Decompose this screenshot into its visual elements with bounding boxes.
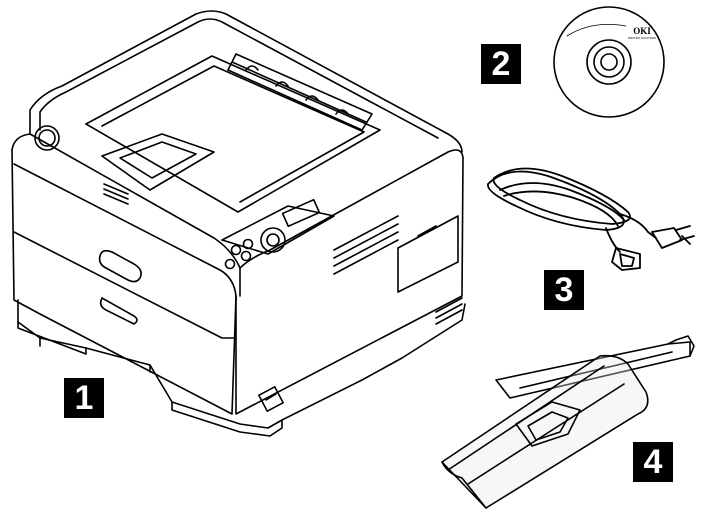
callout-3-power-cable: 3 [544, 270, 584, 310]
cable-lead-connector [605, 227, 621, 253]
printer-side-rear-grille [435, 297, 463, 325]
printer-top-housing [29, 10, 463, 153]
toner-tab-inner [527, 411, 569, 441]
printer-tray-handle [98, 249, 142, 283]
toner-cartridge-drawing [441, 335, 695, 509]
printer-top-edge [11, 133, 241, 297]
control-panel [221, 205, 335, 255]
printer-top-right-edge [239, 149, 464, 269]
cable-coil-1 [487, 170, 625, 231]
printer-exit-rollers [227, 53, 373, 131]
printer-top-front-lip [13, 163, 237, 297]
panel-button-2 [230, 244, 242, 256]
panel-button-1 [242, 238, 254, 250]
cable-coil-4 [503, 190, 619, 227]
printer-drawing [11, 10, 466, 437]
printer-output-tray [85, 55, 381, 213]
callout-1-printer: 1 [64, 378, 104, 418]
printer-paper-stopper-inner [119, 141, 197, 179]
toner-rod [519, 351, 673, 389]
cable-coil-3 [499, 182, 625, 221]
callout-4-toner-cartridge: 4 [633, 442, 673, 482]
power-button [34, 125, 60, 151]
panel-button-4 [224, 258, 236, 270]
power-cable-drawing [487, 167, 695, 271]
printer-foot-front [171, 401, 283, 437]
printer-side-latch [417, 225, 437, 237]
printer-tray-slot [99, 297, 138, 325]
iec-connector [611, 247, 641, 271]
iec-connector-face [619, 253, 635, 267]
power-button-inner [38, 129, 56, 147]
wall-plug-pins [675, 225, 695, 245]
toner-bag-fold [441, 461, 487, 509]
printer-roller-clips [245, 65, 349, 115]
panel-dial [260, 227, 286, 253]
wall-plug [651, 227, 683, 249]
printer-foot-left [17, 321, 87, 355]
panel-button-3 [240, 250, 252, 262]
callout-2-cd-rom: 2 [481, 44, 521, 84]
toner-tab [515, 401, 581, 447]
cd-inner-ring [593, 46, 625, 78]
cd-label-arc [566, 23, 627, 37]
cd-subtitle-text: PRINTING SOLUTIONS [628, 36, 656, 40]
toner-body [495, 341, 691, 399]
cd-data-ring [586, 39, 632, 85]
cable-lead-plug [619, 213, 657, 239]
cd-center-hole [600, 53, 618, 71]
printer-output-tray-inner [101, 65, 365, 203]
printer-front-vent [103, 183, 129, 205]
cable-coil-2 [492, 167, 631, 225]
cd-rom-drawing [553, 6, 665, 118]
printer-tray-line [13, 231, 237, 339]
printer-front-face [11, 149, 237, 415]
printer-right-face [235, 157, 464, 415]
printer-side-panel [397, 215, 459, 293]
panel-dial-inner [266, 233, 280, 247]
power-switch-inner [265, 393, 277, 401]
cd-outer-rim [553, 6, 665, 118]
toner-end-cap [667, 335, 695, 357]
printer-paper-stopper [101, 133, 215, 191]
power-switch [258, 386, 284, 412]
toner-bag [441, 354, 649, 509]
printer-leg-lines [39, 337, 151, 373]
lcd-display [281, 198, 321, 228]
cd-brand-text: OKI [633, 26, 651, 36]
printer-top-rim [39, 18, 439, 139]
printer-side-vent [333, 215, 399, 275]
